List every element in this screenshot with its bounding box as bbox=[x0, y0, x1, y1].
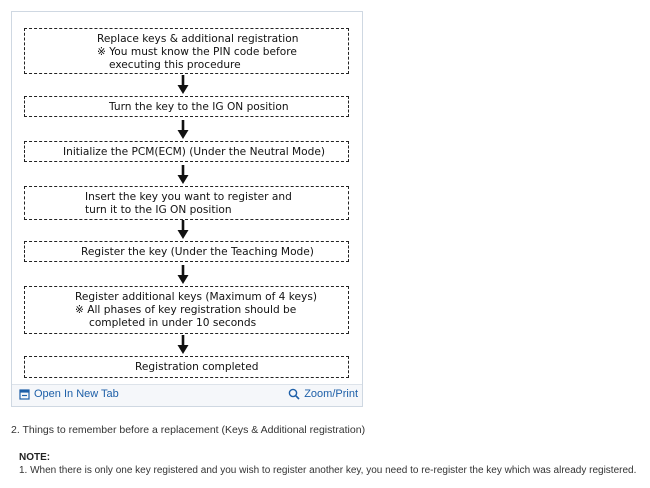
down-arrow-icon bbox=[177, 220, 189, 239]
down-arrow-icon bbox=[177, 120, 189, 139]
flow-step-initialize-pcm: Initialize the PCM(ECM) (Under the Neutr… bbox=[24, 141, 349, 162]
note-title: NOTE: bbox=[19, 452, 51, 463]
down-arrow-icon bbox=[177, 165, 189, 184]
open-in-new-tab-button[interactable]: Open In New Tab bbox=[19, 388, 119, 400]
figure-frame: Replace keys & additional registration ※… bbox=[11, 11, 363, 407]
step-line: completed in under 10 seconds bbox=[89, 317, 257, 329]
flow-step-register-key: Register the key (Under the Teaching Mod… bbox=[24, 241, 349, 262]
step-line: turn it to the IG ON position bbox=[85, 204, 232, 216]
down-arrow-icon bbox=[177, 75, 189, 94]
figure-toolbar: Open In New Tab Zoom/Print bbox=[12, 384, 362, 406]
step-line: Insert the key you want to register and bbox=[85, 191, 292, 203]
note-item: 1. When there is only one key registered… bbox=[19, 465, 637, 476]
section-caption: 2. Things to remember before a replaceme… bbox=[11, 424, 366, 436]
step-line: Turn the key to the IG ON position bbox=[109, 101, 289, 113]
step-line: Registration completed bbox=[135, 361, 259, 373]
down-arrow-icon bbox=[177, 265, 189, 284]
down-arrow-icon bbox=[177, 335, 189, 354]
zoom-print-button[interactable]: Zoom/Print bbox=[288, 388, 358, 400]
flow-step-replace-keys: Replace keys & additional registration ※… bbox=[24, 28, 349, 74]
step-line: executing this procedure bbox=[109, 59, 241, 71]
flow-step-insert-key: Insert the key you want to register and … bbox=[24, 186, 349, 220]
step-line: Register the key (Under the Teaching Mod… bbox=[81, 246, 314, 258]
flow-step-register-additional: Register additional keys (Maximum of 4 k… bbox=[24, 286, 349, 334]
step-line: ※ All phases of key registration should … bbox=[75, 304, 297, 316]
step-line: Register additional keys (Maximum of 4 k… bbox=[75, 291, 317, 303]
open-in-new-tab-label: Open In New Tab bbox=[34, 388, 119, 400]
step-line: Replace keys & additional registration bbox=[97, 33, 299, 45]
new-tab-icon bbox=[19, 388, 30, 400]
flow-step-registration-completed: Registration completed bbox=[24, 356, 349, 378]
flowchart-diagram: Replace keys & additional registration ※… bbox=[12, 12, 362, 387]
flow-step-turn-key: Turn the key to the IG ON position bbox=[24, 96, 349, 117]
zoom-print-label: Zoom/Print bbox=[304, 388, 358, 400]
step-line: ※ You must know the PIN code before bbox=[97, 46, 297, 58]
step-line: Initialize the PCM(ECM) (Under the Neutr… bbox=[63, 146, 326, 158]
magnifier-icon bbox=[288, 388, 300, 400]
